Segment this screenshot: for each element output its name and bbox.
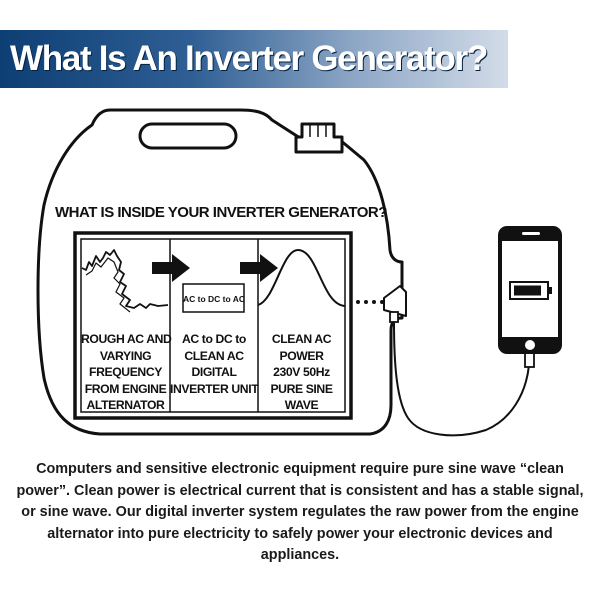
fuel-cap-icon — [294, 122, 344, 154]
panel-line: ROUGH AC AND — [81, 332, 172, 346]
rough-ac-wave-icon — [81, 249, 169, 309]
panel-clean-ac: CLEAN AC POWER 230V 50Hz PURE SINE WAVE — [258, 331, 345, 414]
panel-line: DIGITAL — [191, 365, 237, 379]
arrow-right-icon — [240, 254, 278, 282]
panel-rough-ac: ROUGH AC AND VARYING FREQUENCY FROM ENGI… — [81, 331, 172, 414]
panel-line: 230V 50Hz — [273, 365, 330, 379]
diagram-box-title: WHAT IS INSIDE YOUR INVERTER GENERATOR? — [55, 204, 387, 221]
panel-line: FREQUENCY — [89, 365, 162, 379]
panel-line: PURE SINE — [270, 381, 333, 396]
panel-line: AC to DC to — [182, 332, 246, 346]
page-title: What Is An Inverter Generator? — [10, 39, 488, 78]
sine-wave-icon — [257, 248, 346, 307]
panel-line: CLEAN AC — [184, 348, 244, 363]
panel-line: CLEAN AC — [271, 332, 332, 346]
arrow-right-icon — [152, 254, 190, 282]
title-banner: What Is An Inverter Generator? — [0, 30, 508, 88]
converter-label: AC to DC to AC — [183, 294, 246, 304]
panel-line: ALTERNATOR — [86, 398, 165, 412]
panel-inverter-unit: AC to DC to CLEAN AC DIGITAL INVERTER UN… — [170, 331, 259, 397]
charging-cable — [393, 321, 530, 437]
panel-line: WAVE — [284, 398, 319, 412]
battery-icon — [509, 281, 552, 300]
panel-line: INVERTER UNIT — [170, 381, 259, 396]
converter-box — [182, 283, 245, 313]
description-paragraph: Computers and sensitive electronic equip… — [16, 461, 584, 563]
panel-line: VARYING — [99, 348, 152, 363]
panel-line: POWER — [279, 348, 324, 363]
handle-slot — [138, 122, 238, 150]
panel-line: FROM ENGINE — [84, 381, 167, 396]
